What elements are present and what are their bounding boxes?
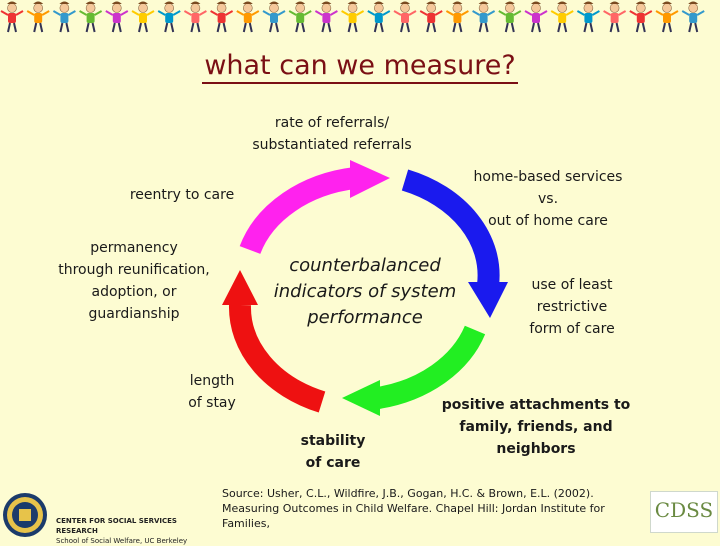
child-figure-icon xyxy=(341,1,365,33)
arc-red xyxy=(228,304,326,413)
child-figure-icon xyxy=(445,1,469,33)
child-figure-icon xyxy=(79,1,103,33)
slide-title: what can we measure? xyxy=(0,50,720,84)
label-reentry: reentry to care xyxy=(129,187,235,203)
arc-green xyxy=(376,325,486,409)
dancing-children-banner xyxy=(0,1,705,33)
arrowhead-blue xyxy=(468,282,508,318)
child-figure-icon xyxy=(524,1,548,33)
child-figure-icon xyxy=(629,1,653,33)
arc-magenta xyxy=(239,167,357,255)
child-figure-icon xyxy=(314,1,338,33)
child-figure-icon xyxy=(655,1,679,33)
source-citation: Source: Usher, C.L., Wildfire, J.B., Gog… xyxy=(222,487,605,530)
child-figure-icon xyxy=(550,1,574,33)
child-figure-icon xyxy=(288,1,312,33)
child-figure-icon xyxy=(52,1,76,33)
child-figure-icon xyxy=(603,1,627,33)
label-referrals: rate of referrals/substantiated referral… xyxy=(252,115,412,153)
arc-blue xyxy=(401,169,500,287)
cdss-logo: CDSS xyxy=(650,491,718,533)
child-figure-icon xyxy=(367,1,391,33)
arrowhead-magenta xyxy=(350,160,390,198)
arrowhead-red xyxy=(222,270,258,305)
child-figure-icon xyxy=(262,1,286,33)
child-figure-icon xyxy=(419,1,443,33)
uc-berkeley-seal-icon xyxy=(3,493,47,537)
child-figure-icon xyxy=(498,1,522,33)
arrowhead-green xyxy=(342,380,380,416)
child-figure-icon xyxy=(210,1,234,33)
child-figure-icon xyxy=(183,1,207,33)
child-figure-icon xyxy=(105,1,129,33)
child-figure-icon xyxy=(576,1,600,33)
child-figure-icon xyxy=(157,1,181,33)
child-figure-icon xyxy=(131,1,155,33)
child-figure-icon xyxy=(681,1,705,33)
center-credit: CENTER FOR SOCIAL SERVICES RESEARCH Scho… xyxy=(56,517,188,545)
child-figure-icon xyxy=(236,1,260,33)
child-figure-icon xyxy=(472,1,496,33)
child-figure-icon xyxy=(0,1,24,33)
child-figure-icon xyxy=(393,1,417,33)
child-figure-icon xyxy=(26,1,50,33)
